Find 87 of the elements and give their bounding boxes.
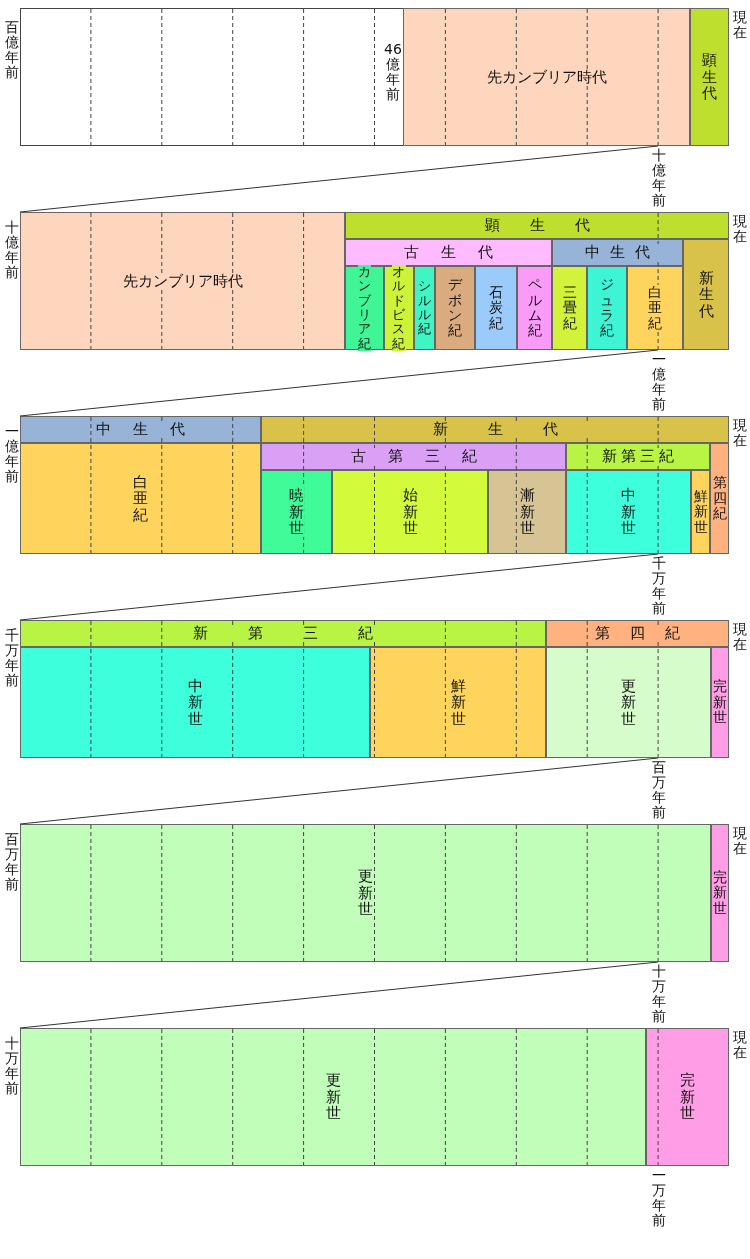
time-period-box xyxy=(332,470,488,554)
period-name: 第四紀 xyxy=(712,475,727,522)
time-period-box xyxy=(566,470,691,554)
period-name: 白亜紀 xyxy=(132,473,149,524)
period-name: 完新世 xyxy=(712,679,728,726)
period-name: 中新世 xyxy=(620,487,637,537)
time-scale-label: 十億年前 xyxy=(651,148,667,209)
period-name: 鮮新世 xyxy=(693,488,708,536)
time-period-box xyxy=(20,212,345,350)
period-name: シルル紀 xyxy=(417,279,432,337)
period-name: 三畳紀 xyxy=(562,284,577,332)
period-name: 中生代 xyxy=(585,244,660,261)
time-scale-label: 十億年前 xyxy=(4,220,20,281)
time-period-box xyxy=(20,443,261,554)
time-period-box xyxy=(552,239,683,266)
zoom-line xyxy=(19,961,659,1029)
zoom-line xyxy=(19,145,659,213)
period-name: 完新世 xyxy=(712,869,728,917)
time-period-box xyxy=(261,416,729,443)
period-name: ペルム紀 xyxy=(527,277,542,339)
period-name: オルドビス紀 xyxy=(392,265,406,351)
period-name: 先カンブリア時代 xyxy=(486,68,607,86)
period-name: 暁新世 xyxy=(288,487,305,537)
zoom-line xyxy=(19,553,659,621)
time-period-box xyxy=(435,266,475,350)
time-period-box xyxy=(370,647,546,758)
time-period-box xyxy=(552,266,587,350)
period-name: 顕生代 xyxy=(701,52,718,102)
time-period-box xyxy=(710,443,729,554)
time-scale-label: 百万年前 xyxy=(651,760,667,821)
time-period-box xyxy=(566,443,710,470)
time-period-box xyxy=(345,239,552,266)
period-name: 鮮新世 xyxy=(450,677,466,728)
time-scale-label: 現在 xyxy=(732,826,748,857)
time-period-box xyxy=(546,620,729,647)
time-period-box xyxy=(683,239,729,350)
period-name: 中新世 xyxy=(187,677,203,728)
time-scale-label: 一億年前 xyxy=(651,352,667,413)
time-scale-label: 百億年前 xyxy=(4,20,20,81)
time-scale-label: 一万年前 xyxy=(651,1168,667,1229)
time-period-box xyxy=(345,212,729,239)
time-period-box xyxy=(261,443,566,470)
period-name: 石炭紀 xyxy=(488,284,504,332)
time-period-box xyxy=(20,1028,646,1166)
time-period-box xyxy=(711,647,729,758)
time-scale-label: 十万年前 xyxy=(4,1036,20,1097)
period-name: 白亜紀 xyxy=(647,284,663,332)
time-period-box xyxy=(517,266,552,350)
time-period-box xyxy=(20,647,370,758)
time-period-box xyxy=(587,266,627,350)
time-period-box xyxy=(646,1028,729,1166)
time-period-box xyxy=(20,824,711,962)
period-name: 更新世 xyxy=(357,868,374,918)
period-name: 更新世 xyxy=(620,677,637,728)
period-name: 先カンブリア時代 xyxy=(122,272,243,290)
time-period-box xyxy=(403,8,690,146)
period-name: 完新世 xyxy=(679,1072,696,1122)
zoom-line xyxy=(19,349,659,417)
time-period-box xyxy=(475,266,517,350)
period-name: カンブリア紀 xyxy=(357,265,372,351)
time-period-box xyxy=(414,266,435,350)
period-name: デボン紀 xyxy=(447,277,463,339)
period-name: ジュラ紀 xyxy=(599,277,615,339)
time-scale-label: 千万年前 xyxy=(4,628,20,689)
time-period-box xyxy=(488,470,566,554)
time-period-box xyxy=(261,470,332,554)
time-period-box xyxy=(690,8,729,146)
time-scale-label: 千万年前 xyxy=(651,556,667,617)
time-period-box xyxy=(711,824,729,962)
time-scale-label: 百万年前 xyxy=(4,832,20,893)
zoom-line xyxy=(19,757,659,825)
time-period-box xyxy=(546,647,711,758)
time-scale-label: 現在 xyxy=(732,418,748,449)
time-period-box xyxy=(345,266,384,350)
time-scale-label: 一億年前 xyxy=(4,424,20,485)
period-name: 漸新世 xyxy=(519,487,535,537)
time-period-box xyxy=(20,620,546,647)
time-scale-label: 現在 xyxy=(732,214,748,245)
time-scale-label: 現在 xyxy=(732,622,748,653)
time-scale-label: 十万年前 xyxy=(651,964,667,1025)
time-period-box xyxy=(627,266,683,350)
time-period-box xyxy=(691,470,710,554)
period-name: 更新世 xyxy=(325,1072,341,1122)
time-period-box xyxy=(384,266,414,350)
period-name: 始新世 xyxy=(402,487,418,537)
time-period-box xyxy=(20,416,261,443)
period-name: 新生代 xyxy=(698,269,714,320)
